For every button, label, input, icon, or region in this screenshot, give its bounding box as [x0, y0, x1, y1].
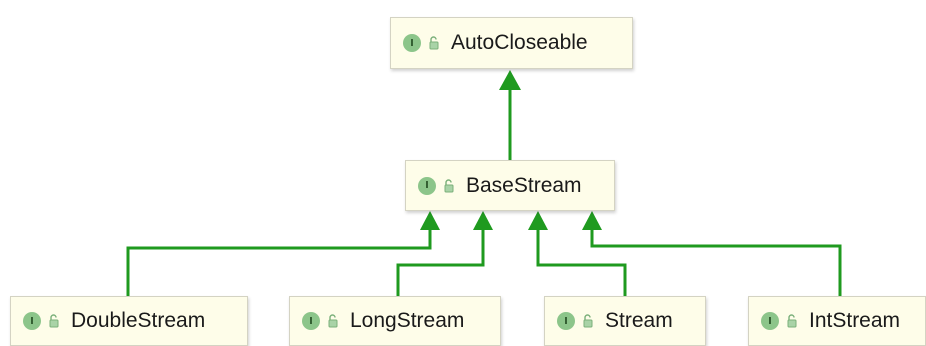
- node-intstream[interactable]: I IntStream: [748, 296, 926, 346]
- node-label: IntStream: [809, 309, 901, 332]
- unlocked-public-icon: [785, 313, 799, 329]
- interface-badge-icon: I: [403, 34, 421, 52]
- edge-longstream-basestream: [396, 211, 493, 296]
- interface-badge-icon: I: [557, 312, 575, 330]
- node-stream[interactable]: I Stream: [544, 296, 706, 346]
- node-autocloseable[interactable]: I AutoCloseable: [390, 17, 633, 69]
- node-basestream[interactable]: I BaseStream: [405, 160, 615, 211]
- node-longstream[interactable]: I LongStream: [289, 296, 501, 346]
- interface-badge-icon: I: [302, 312, 320, 330]
- arrowhead: [420, 211, 440, 230]
- unlocked-public-icon: [427, 35, 441, 51]
- unlocked-public-icon: [442, 178, 456, 194]
- node-label: AutoCloseable: [451, 31, 588, 54]
- arrowhead: [582, 211, 602, 230]
- node-doublestream[interactable]: I DoubleStream: [10, 296, 248, 346]
- edge-stream-basestream: [528, 211, 627, 296]
- interface-badge-icon: I: [418, 176, 436, 195]
- edge-basestream-autocloseable: [499, 70, 521, 160]
- node-label: DoubleStream: [71, 309, 206, 332]
- node-label: BaseStream: [466, 173, 582, 197]
- interface-badge-icon: I: [23, 312, 41, 330]
- unlocked-public-icon: [581, 313, 595, 329]
- arrowhead: [473, 211, 493, 230]
- edge-intstream-basestream: [582, 211, 842, 296]
- interface-badge-icon: I: [761, 312, 779, 330]
- arrowhead: [499, 70, 521, 90]
- edge-doublestream-basestream: [126, 211, 440, 296]
- arrowhead: [528, 211, 548, 230]
- unlocked-public-icon: [326, 313, 340, 329]
- node-label: Stream: [605, 309, 673, 332]
- unlocked-public-icon: [47, 313, 61, 329]
- node-label: LongStream: [350, 309, 465, 332]
